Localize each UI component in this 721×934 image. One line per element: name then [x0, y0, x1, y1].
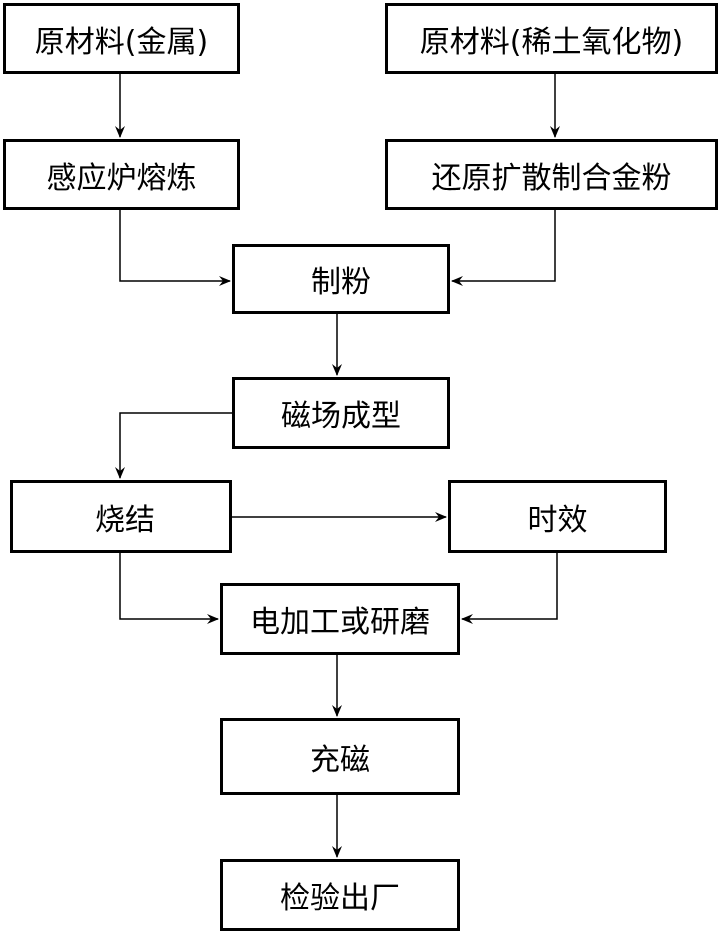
arrow-sintering-to-machining: [119, 553, 219, 624]
node-magnetic-field-forming: 磁场成型: [232, 377, 450, 449]
node-reduction-diffusion-alloy-powder: 还原扩散制合金粉: [385, 139, 718, 210]
node-label: 磁场成型: [281, 399, 401, 434]
node-raw-material-metal: 原材料(金属): [3, 3, 240, 74]
node-machining-or-grinding: 电加工或研磨: [220, 583, 460, 655]
node-inspection-and-shipping: 检验出厂: [220, 859, 460, 931]
arrow-forming-to-sintering: [115, 412, 232, 479]
node-induction-furnace-melting: 感应炉熔炼: [3, 139, 240, 210]
node-aging: 时效: [448, 480, 667, 553]
arrow-aging-to-machining: [461, 553, 558, 624]
node-label: 原材料(金属): [34, 24, 209, 60]
node-powder-making: 制粉: [232, 244, 450, 314]
node-label: 检验出厂: [280, 881, 400, 916]
node-label: 原材料(稀土氧化物): [419, 24, 684, 60]
node-label: 烧结: [95, 502, 155, 538]
node-label: 时效: [527, 502, 588, 538]
node-label: 还原扩散制合金粉: [431, 160, 672, 196]
node-magnetizing: 充磁: [220, 718, 460, 795]
node-label: 制粉: [311, 265, 371, 300]
arrow-melting-to-powder: [119, 210, 231, 286]
node-label: 感应炉熔炼: [46, 160, 197, 196]
arrow-reduction-to-powder: [451, 210, 556, 286]
node-label: 充磁: [310, 742, 370, 778]
node-raw-material-rare-earth-oxide: 原材料(稀土氧化物): [385, 3, 718, 74]
node-sintering: 烧结: [10, 480, 232, 553]
node-label: 电加工或研磨: [250, 605, 430, 640]
